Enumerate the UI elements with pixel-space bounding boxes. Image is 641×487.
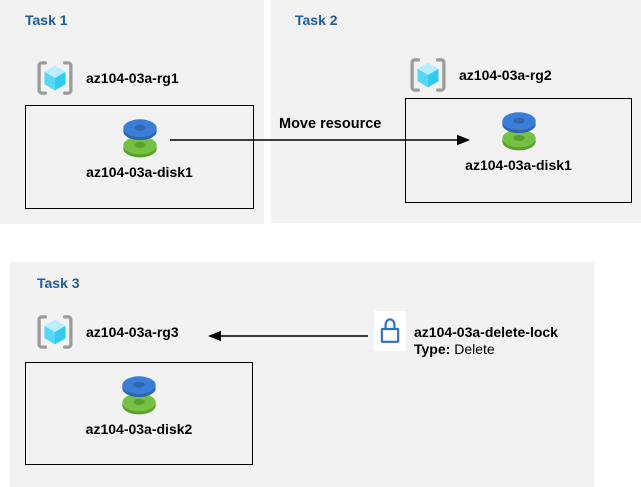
lock-icon xyxy=(374,311,406,351)
task2-resource-group: az104-03a-rg2 xyxy=(406,53,552,97)
task1-panel: Task 1 az104-03a-rg1 az104-03a-disk1 xyxy=(0,0,264,224)
task1-title: Task 1 xyxy=(25,12,68,28)
delete-lock: az104-03a-delete-lock Type: Delete xyxy=(374,311,558,358)
task3-title: Task 3 xyxy=(37,275,80,291)
resource-group-name: az104-03a-rg3 xyxy=(86,324,179,340)
task2-title: Task 2 xyxy=(295,12,338,28)
lock-type-label: Type: xyxy=(414,341,451,357)
task3-disk-box: az104-03a-disk2 xyxy=(25,362,253,465)
resource-group-name: az104-03a-rg2 xyxy=(459,67,552,83)
lock-name: az104-03a-delete-lock xyxy=(414,324,558,340)
disk-icon xyxy=(116,372,162,416)
resource-group-icon xyxy=(33,310,77,354)
resource-group-icon xyxy=(406,53,450,97)
lock-type-value: Delete xyxy=(454,341,495,357)
task1-disk-box: az104-03a-disk1 xyxy=(25,105,254,209)
lock-type: Type: Delete xyxy=(414,341,558,358)
task3-panel: Task 3 az104-03a-rg3 az104-03a-disk2 xyxy=(10,262,594,487)
task2-disk-box: az104-03a-disk1 xyxy=(405,98,632,203)
task1-resource-group: az104-03a-rg1 xyxy=(33,56,179,100)
resource-group-icon xyxy=(33,56,77,100)
disk-icon xyxy=(117,115,163,159)
lock-text-block: az104-03a-delete-lock Type: Delete xyxy=(414,311,558,358)
move-resource-label: Move resource xyxy=(279,116,382,132)
padlock-icon xyxy=(378,315,402,347)
resource-group-name: az104-03a-rg1 xyxy=(86,70,179,86)
disk-name: az104-03a-disk1 xyxy=(465,157,572,173)
disk-name: az104-03a-disk2 xyxy=(85,421,193,437)
disk-icon xyxy=(496,108,542,152)
task2-panel: Task 2 az104-03a-rg2 az104-03a-disk1 xyxy=(271,0,641,223)
task3-resource-group: az104-03a-rg3 xyxy=(33,310,179,354)
disk-name: az104-03a-disk1 xyxy=(86,164,193,180)
